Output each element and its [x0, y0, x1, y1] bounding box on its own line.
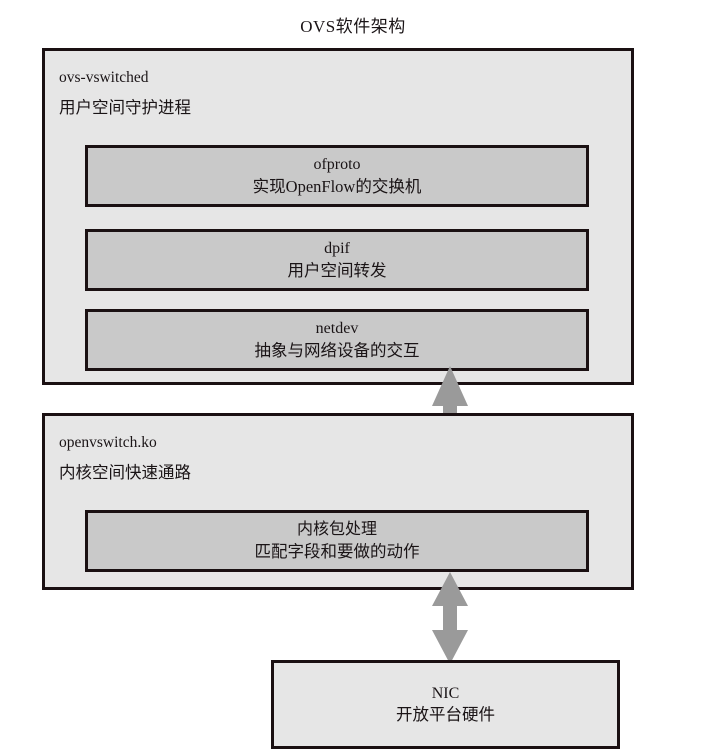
hardware-nic: NIC 开放平台硬件 — [271, 660, 620, 749]
module-ofproto-subtitle: 实现OpenFlow的交换机 — [252, 176, 422, 196]
module-dpif-title: dpif — [324, 240, 350, 258]
layer-userspace-subtitle: 用户空间守护进程 — [59, 98, 191, 117]
module-kernel-packet-title: 内核包处理 — [296, 521, 377, 539]
layer-userspace-title: ovs-vswitched — [59, 69, 149, 86]
module-netdev: netdev 抽象与网络设备的交互 — [85, 309, 589, 371]
layer-kernelspace-title: openvswitch.ko — [59, 434, 157, 451]
hardware-nic-subtitle: 开放平台硬件 — [396, 705, 495, 725]
module-ofproto-title: ofproto — [313, 156, 361, 174]
layer-kernelspace-subtitle: 内核空间快速通路 — [59, 463, 191, 482]
double-arrow-icon-kernelspace-nic — [428, 572, 472, 664]
module-kernel-packet-processing: 内核包处理 匹配字段和要做的动作 — [85, 510, 589, 572]
module-ofproto: ofproto 实现OpenFlow的交换机 — [85, 145, 589, 207]
module-dpif: dpif 用户空间转发 — [85, 229, 589, 291]
module-dpif-subtitle: 用户空间转发 — [287, 260, 387, 280]
hardware-nic-title: NIC — [431, 684, 460, 702]
module-netdev-title: netdev — [315, 320, 359, 338]
module-kernel-packet-subtitle: 匹配字段和要做的动作 — [254, 541, 420, 561]
module-netdev-subtitle: 抽象与网络设备的交互 — [254, 340, 420, 360]
page-title: OVS软件架构 — [300, 17, 406, 36]
